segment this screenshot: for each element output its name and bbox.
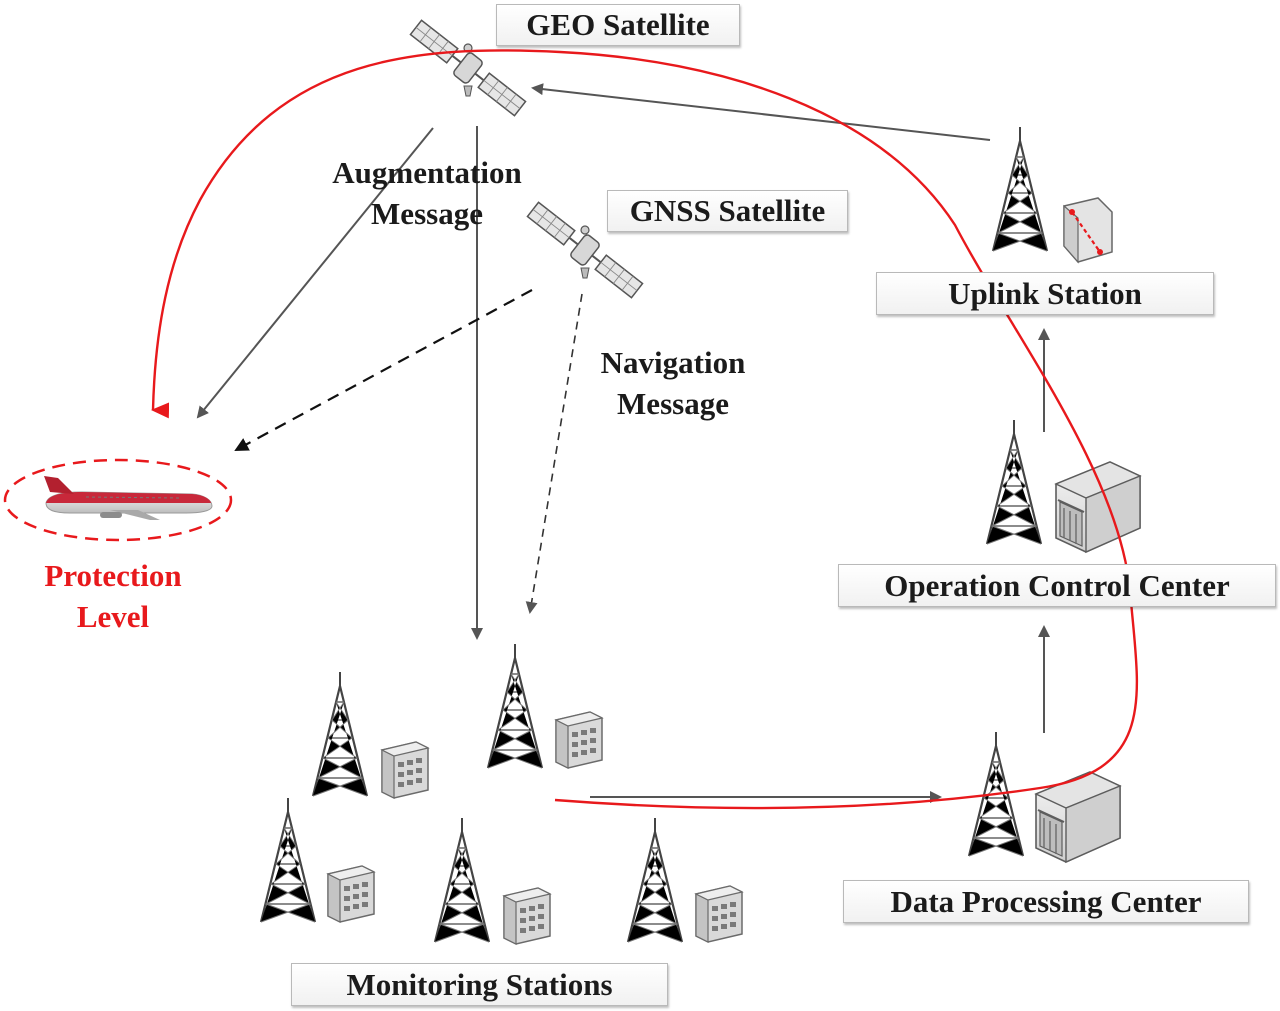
uplink-to-geo-arrow — [531, 83, 991, 141]
monitoring-tower-icon — [259, 796, 317, 924]
navigation-label-line2: Message — [617, 386, 729, 421]
gnss-satellite-label: GNSS Satellite — [607, 190, 848, 232]
navigation-message-label: Navigation Message — [578, 342, 768, 424]
navigation-label-line1: Navigation — [600, 345, 746, 380]
geo-to-aircraft-arrow — [196, 127, 434, 419]
augmentation-label-line1: Augmentation — [332, 155, 522, 190]
airplane-icon — [44, 476, 213, 520]
augmentation-message-label: Augmentation Message — [318, 152, 536, 234]
monitoring-tower-icon — [311, 670, 369, 798]
operation-control-center-label: Operation Control Center — [838, 564, 1276, 607]
monitoring-building-icon — [555, 711, 603, 769]
monitoring-tower-icon — [486, 642, 544, 770]
protection-level-ellipse — [3, 458, 233, 542]
monitoring-building-icon — [503, 887, 551, 945]
occ-building-icon — [1055, 461, 1141, 553]
protection-level-label: Protection Level — [22, 555, 204, 637]
uplink-antenna-tower-icon — [991, 125, 1049, 253]
uplink-signal-box-icon — [1063, 197, 1113, 264]
occ-antenna-tower-icon — [985, 418, 1043, 546]
monitoring-tower-icon — [626, 816, 684, 944]
monitoring-building-icon — [327, 865, 375, 923]
geo-satellite-label: GEO Satellite — [496, 4, 740, 46]
protection-label-line1: Protection — [44, 558, 182, 593]
monitoring-building-icon — [381, 741, 429, 799]
gnss-to-monitoring-arrow — [525, 293, 583, 614]
uplink-station-label: Uplink Station — [876, 272, 1214, 315]
monitoring-tower-icon — [433, 816, 491, 944]
protection-level-loop-arrow — [151, 49, 1139, 810]
protection-label-line2: Level — [76, 599, 150, 634]
augmentation-label-line2: Message — [371, 196, 483, 231]
monitoring-stations-label: Monitoring Stations — [291, 963, 668, 1006]
monitoring-building-icon — [695, 885, 743, 943]
gnss-to-aircraft-arrow — [234, 289, 533, 451]
data-processing-center-label: Data Processing Center — [843, 880, 1249, 923]
